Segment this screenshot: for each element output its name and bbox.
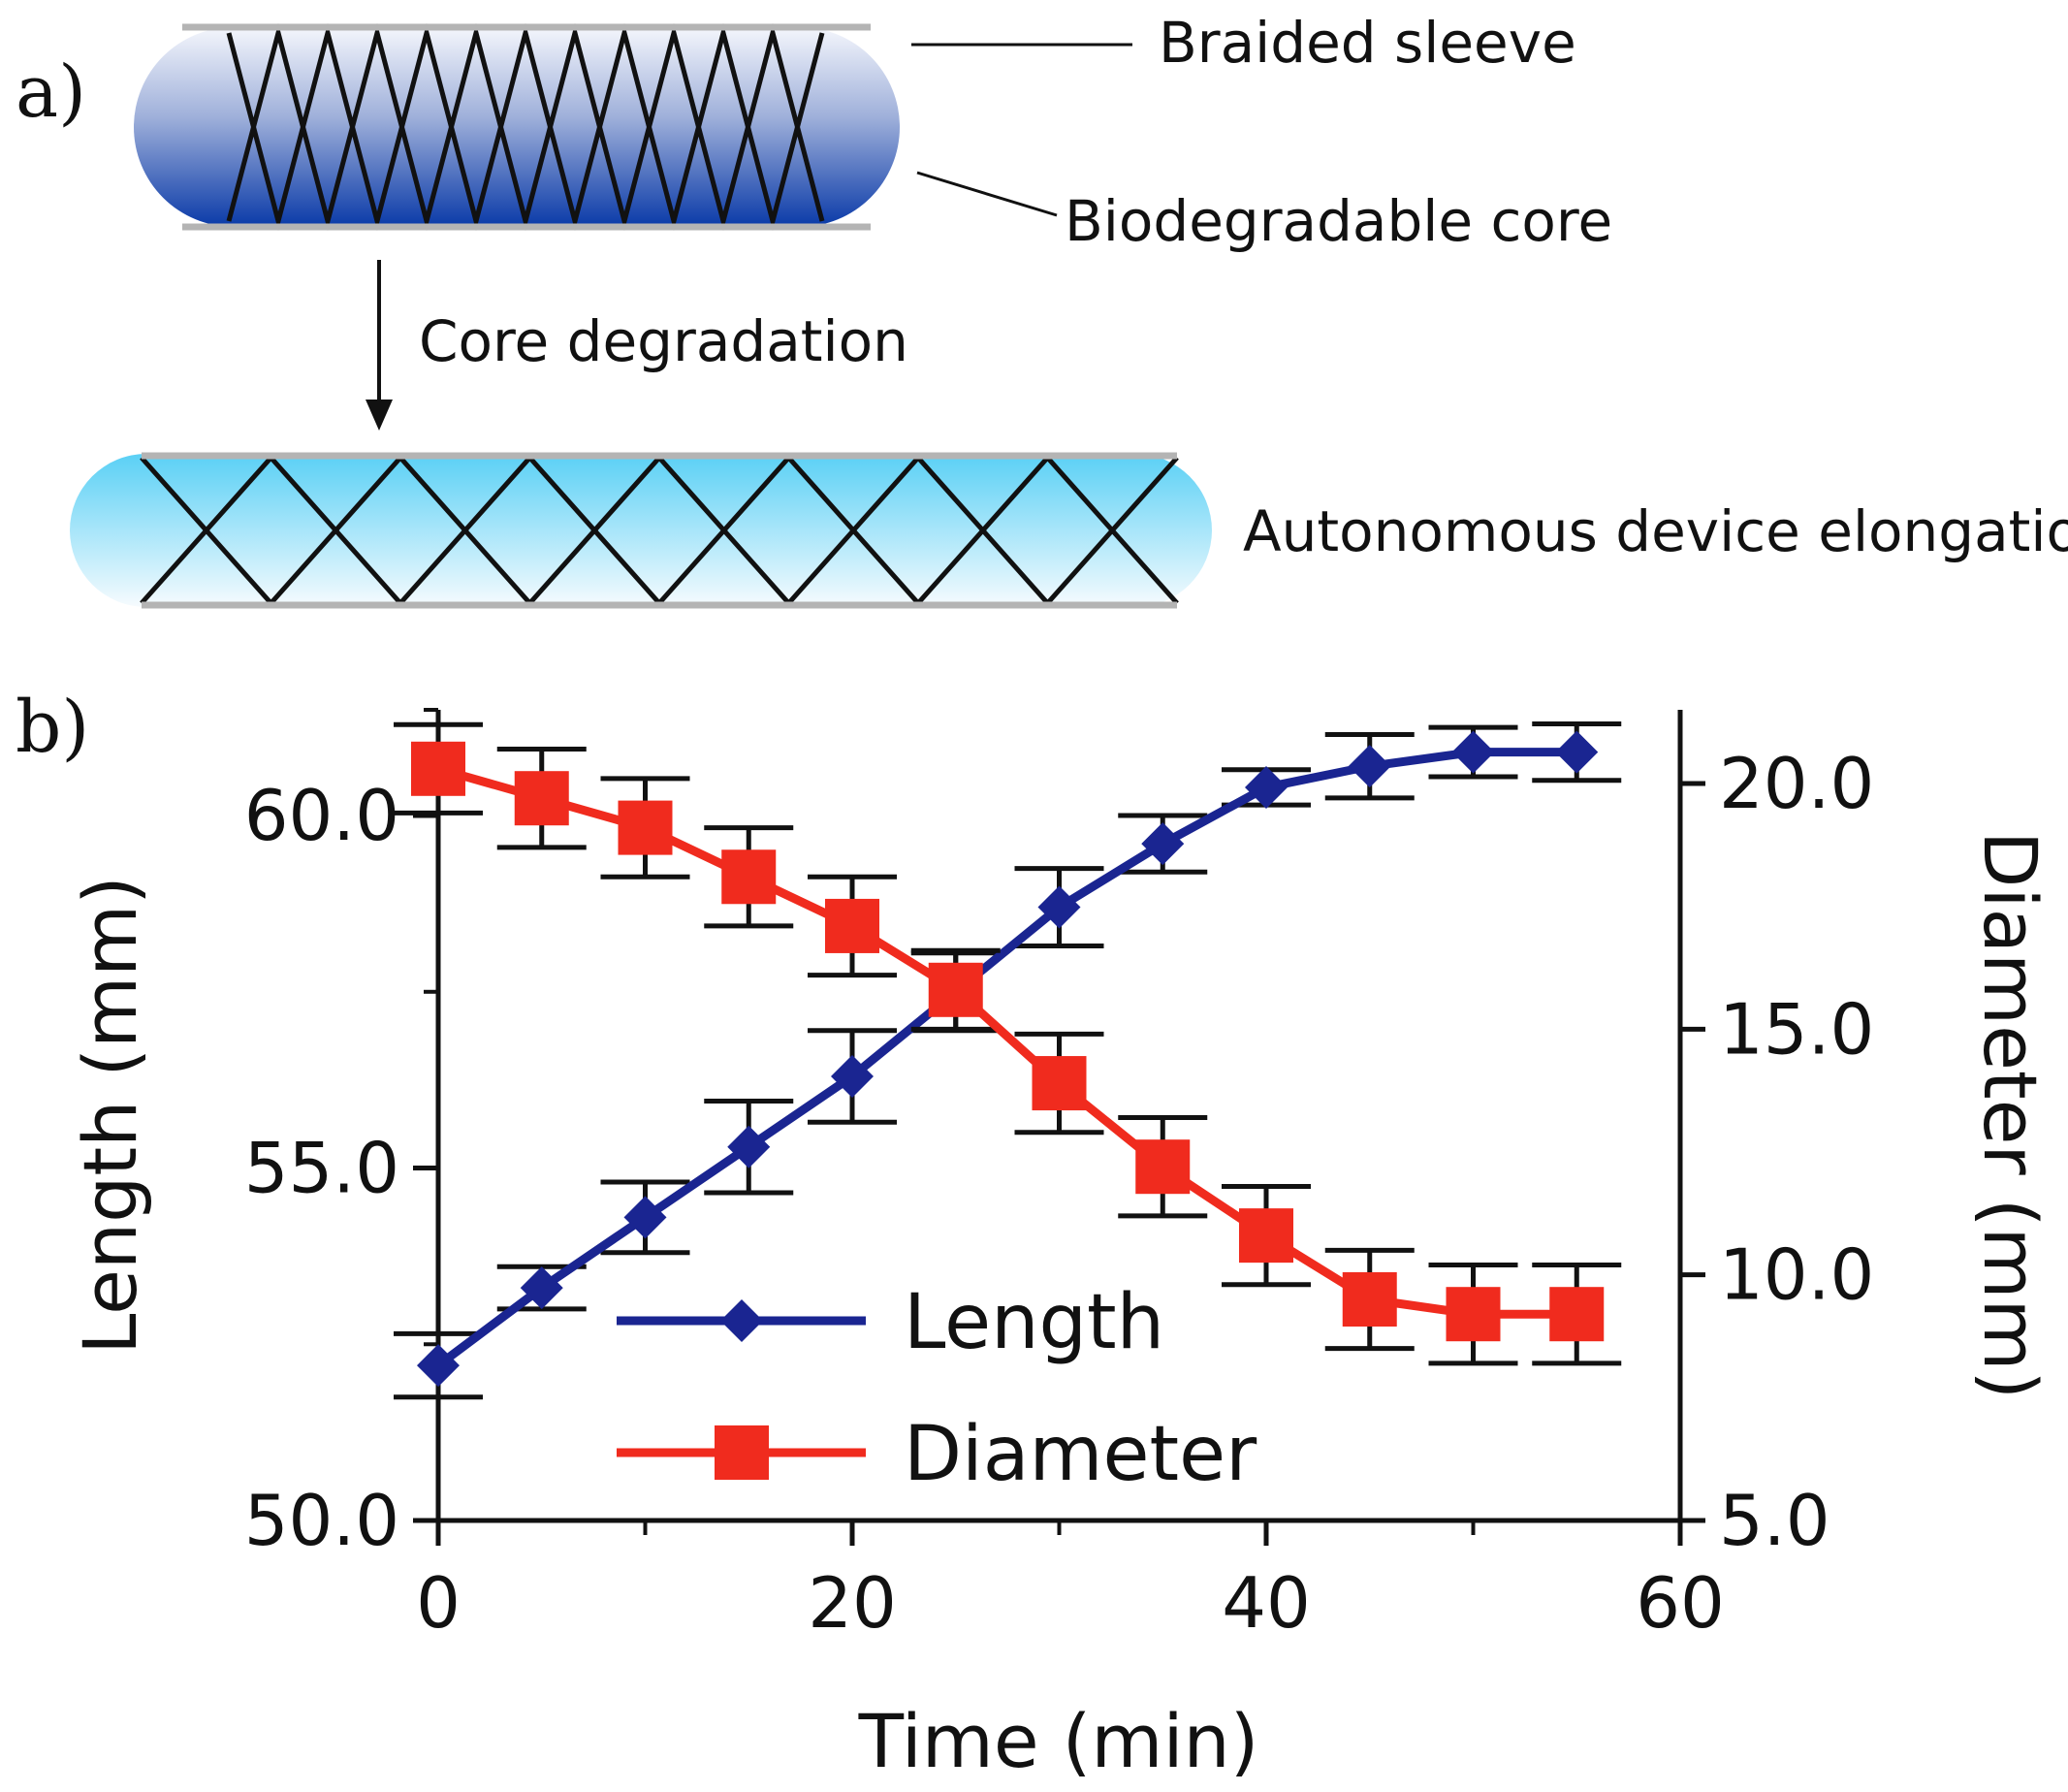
right-y-axis-title: Diameter (mm) [1967, 831, 2053, 1399]
legend-entry-diameter: Diameter [617, 1411, 1257, 1498]
diameter-point [825, 898, 879, 953]
right-y-tick-label: 5.0 [1719, 1480, 1830, 1561]
left-y-tick-label: 55.0 [244, 1128, 399, 1209]
diameter-point [411, 741, 465, 796]
braid-wire [226, 23, 825, 231]
diameter-point [1239, 1208, 1293, 1264]
diameter-point [721, 849, 777, 905]
series-diameter [394, 721, 1622, 1366]
length-point [1037, 885, 1081, 929]
core-degradation-label: Core degradation [419, 308, 908, 374]
length-point [831, 1055, 874, 1099]
series-length [394, 721, 1622, 1400]
length-point [520, 1266, 563, 1310]
diameter-point [928, 962, 983, 1017]
braided-device-after [70, 452, 1212, 609]
braided-device-before [134, 23, 900, 231]
diameter-point [1135, 1139, 1191, 1195]
diameter-point [514, 771, 569, 826]
biodegradable-core-label: Biodegradable core [1065, 188, 1612, 254]
x-axis-ticks: 0 20 40 60 [416, 1520, 1725, 1644]
x-tick-label: 20 [808, 1562, 897, 1644]
diameter-line [436, 764, 1577, 1319]
x-tick-label: 0 [416, 1562, 461, 1644]
braided-sleeve-label: Braided sleeve [1159, 10, 1576, 76]
x-tick-label: 40 [1222, 1562, 1311, 1644]
biodegradable-core [134, 27, 900, 227]
left-y-axis-ticks: 50.0 55.0 60.0 [244, 708, 438, 1561]
left-y-tick-label: 60.0 [244, 775, 399, 856]
length-point [727, 1125, 771, 1168]
right-y-tick-label: 20.0 [1719, 743, 1874, 824]
right-y-axis-ticks: 5.0 10.0 15.0 20.0 [1680, 743, 1874, 1561]
length-line [435, 748, 1577, 1369]
diameter-point [1446, 1287, 1501, 1342]
length-point [1245, 765, 1288, 809]
x-tick-label: 60 [1636, 1562, 1725, 1644]
braid-pattern-before [226, 23, 825, 231]
plot-area [394, 721, 1622, 1400]
panel-a-label: a) [16, 50, 86, 134]
length-diameter-chart: 0 20 40 60 50.0 55.0 60.0 5.0 10.0 15.0 20.0 Tim… [67, 708, 2053, 1784]
diameter-point [618, 800, 673, 855]
legend-entry-length: Length [617, 1279, 1164, 1366]
length-point [417, 1344, 460, 1388]
diameter-point [1342, 1272, 1397, 1327]
biodegradable-core-leader [916, 171, 1058, 217]
legend-label-length: Length [904, 1279, 1164, 1366]
left-y-tick-label: 50.0 [244, 1480, 399, 1561]
elongated-sleeve-body [70, 454, 1212, 607]
legend-label-diameter: Diameter [904, 1411, 1257, 1498]
down-arrow [366, 260, 393, 431]
x-axis-title: Time (min) [858, 1698, 1259, 1784]
braid-wire [226, 23, 825, 231]
autonomous-elongation-label: Autonomous device elongation [1243, 498, 2068, 564]
length-point [1348, 745, 1391, 788]
panel-b-label: b) [16, 686, 89, 769]
diameter-point [1549, 1287, 1605, 1342]
length-point [1555, 730, 1599, 774]
length-point [1451, 730, 1495, 774]
length-point [623, 1196, 667, 1239]
diameter-point [1032, 1056, 1087, 1111]
length-point [1141, 822, 1185, 866]
right-y-tick-label: 15.0 [1719, 988, 1874, 1070]
right-y-tick-label: 10.0 [1719, 1234, 1874, 1316]
left-y-axis-title: Length (mm) [67, 876, 153, 1355]
chart-legend: Length Diameter [617, 1279, 1257, 1498]
